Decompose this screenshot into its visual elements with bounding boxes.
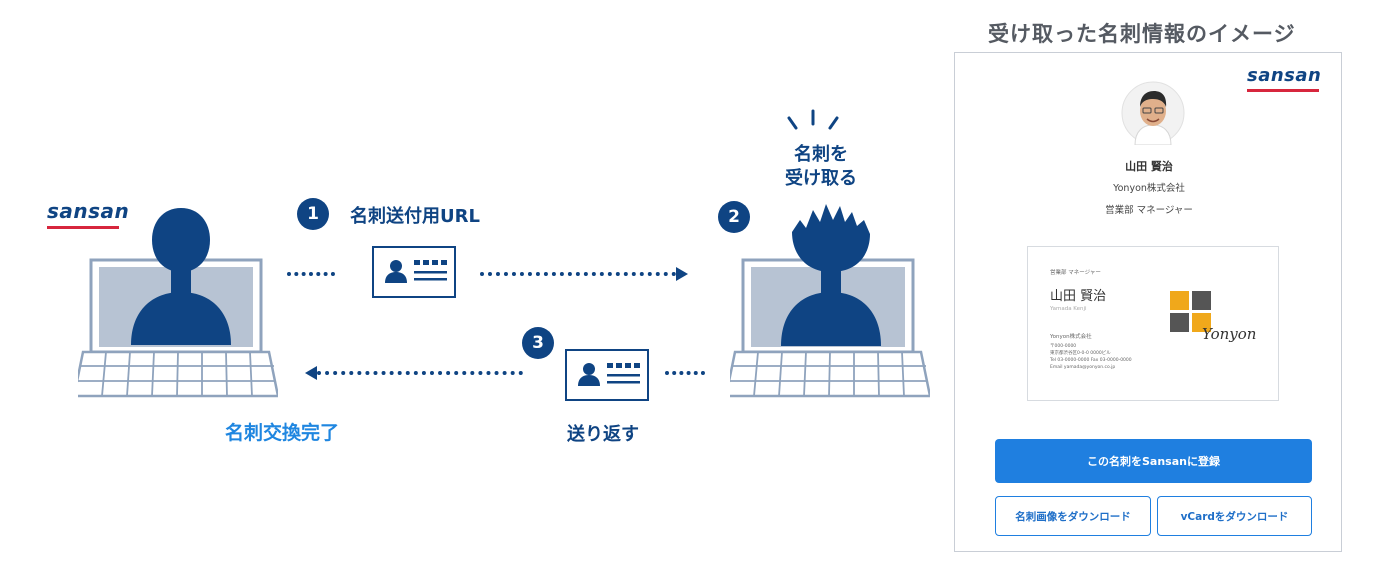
sender-person-icon (131, 208, 231, 345)
left-logo-underline (47, 226, 119, 229)
download-card-image-button[interactable]: 名刺画像をダウンロード (995, 496, 1151, 536)
avatar (1121, 81, 1185, 145)
step-1-dots-left (287, 272, 335, 276)
panel-logo-underline (1247, 89, 1319, 92)
step-2-label: 名刺を 受け取る (776, 143, 866, 191)
step-3-arrow-icon (305, 366, 317, 380)
card-romaji: Yamada Kenji (1050, 306, 1087, 312)
received-card-panel: sansan 山田 賢治 Yonyon株式会社 営業部 マネージャー 営業部 マ… (954, 52, 1342, 552)
contact-company: Yonyon株式会社 (1113, 183, 1185, 194)
contact-position: 営業部 マネージャー (1105, 205, 1193, 216)
contact-name: 山田 賢治 (1125, 160, 1173, 173)
card-dept: 営業部 マネージャー (1050, 270, 1101, 276)
step-1-dots-right (480, 272, 676, 276)
panel-logo: sansan (1247, 65, 1321, 92)
download-vcard-button[interactable]: vCardをダウンロード (1157, 496, 1312, 536)
step-3-dots-left (317, 371, 523, 375)
card-company: Yonyon株式会社 (1050, 334, 1092, 340)
receiver-laptop-icon (730, 204, 930, 398)
step-1-arrow-icon (676, 267, 688, 281)
step-3-dots-right (665, 371, 705, 375)
exchange-complete-label: 名刺交換完了 (225, 422, 340, 444)
card-brand: Yonyon (1202, 325, 1257, 343)
sparkle-icon (787, 109, 839, 130)
card-detail-2: 東京都渋谷区0-0-0 0000ビル (1050, 351, 1111, 356)
step-2-label-line2: 受け取る (785, 168, 857, 189)
card-name: 山田 賢治 (1050, 289, 1107, 304)
panel-logo-text: sansan (1247, 65, 1322, 86)
left-logo-text: sansan (47, 199, 130, 223)
card-detail-1: 〒000-0000 (1050, 344, 1077, 349)
left-logo: sansan (47, 199, 129, 229)
step-1-badge: 1 (297, 198, 329, 230)
step-2-label-line1: 名刺を (794, 144, 848, 165)
yonyon-logo-icon (1170, 291, 1211, 332)
register-to-sansan-button[interactable]: この名刺をSansanに登録 (995, 439, 1312, 483)
panel-title: 受け取った名刺情報のイメージ (988, 22, 1296, 46)
card-detail-4: Email yamada@yonyon.co.jp (1050, 365, 1116, 370)
step-3-label: 送り返す (567, 424, 639, 445)
step-1-label: 名刺送付用URL (350, 206, 480, 227)
step-1-card-icon (372, 246, 456, 298)
step-3-card-icon (565, 349, 649, 401)
step-2-badge: 2 (718, 201, 750, 233)
receiver-person-icon (781, 204, 881, 346)
sender-laptop-icon (78, 208, 278, 398)
business-card-image: 営業部 マネージャー 山田 賢治 Yamada Kenji Yonyon株式会社… (1027, 246, 1279, 401)
step-3-badge: 3 (522, 327, 554, 359)
card-detail-3: Tel 03-0000-0000 Fax 03-0000-0000 (1050, 358, 1132, 363)
